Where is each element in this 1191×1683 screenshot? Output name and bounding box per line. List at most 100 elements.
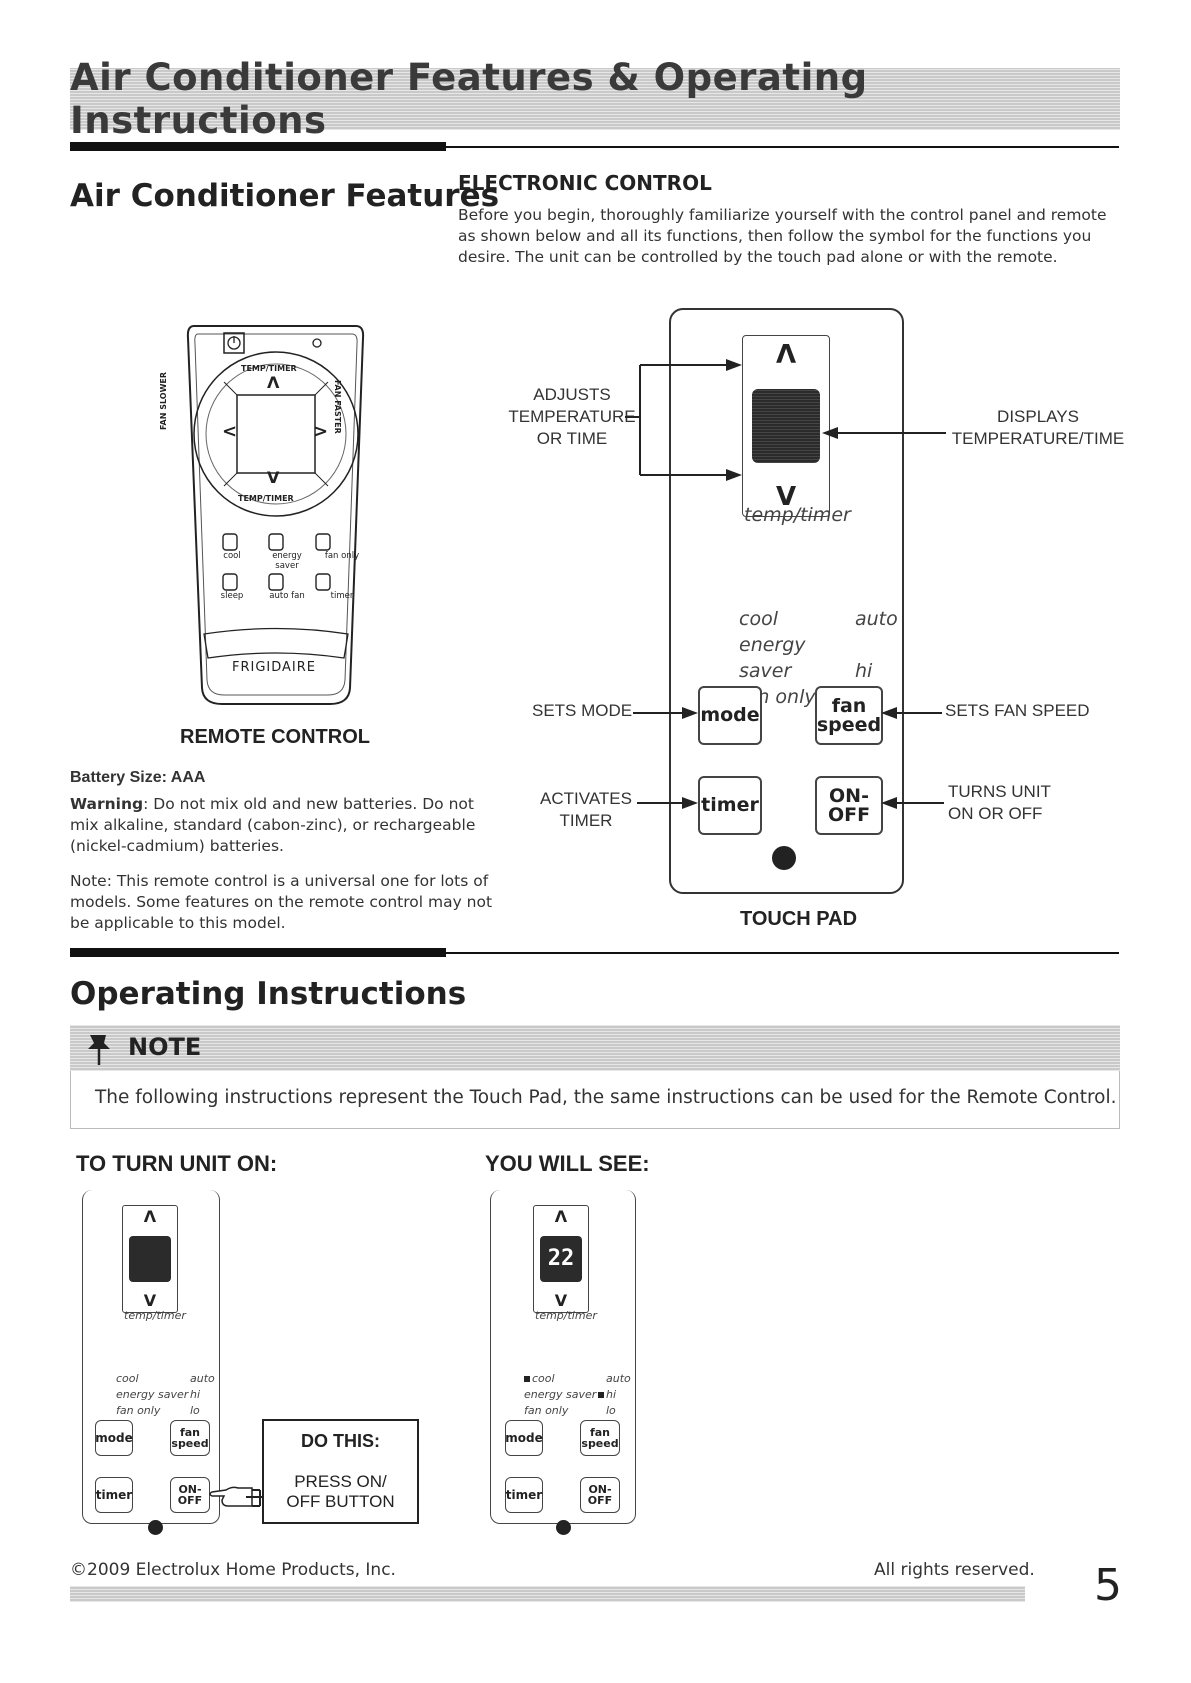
remote-button-grid (222, 533, 331, 591)
small-before-lo: lo (190, 1404, 200, 1417)
remote-temp-timer-top: TEMP/TIMER (241, 364, 297, 373)
touchpad-down-arrow[interactable]: V (775, 482, 797, 512)
small-after-mode-button[interactable]: mode (505, 1420, 543, 1456)
on-label: ON- (829, 784, 869, 807)
small-before-energy: energy saver (116, 1388, 189, 1401)
callout-displays: DISPLAYS TEMPERATURE/TIME (938, 406, 1138, 450)
remote-cool-label: cool (223, 551, 241, 561)
callout-sets-fan: SETS FAN SPEED (945, 701, 1090, 720)
small-before-hi: hi (190, 1388, 201, 1401)
callout-displays-line2: TEMPERATURE/TIME (951, 429, 1125, 448)
small-before-up[interactable]: Λ (143, 1207, 157, 1226)
small-before-display (129, 1236, 171, 1282)
page-number: 5 (1094, 1560, 1122, 1611)
turns-leader (896, 802, 944, 804)
small-after-speed-label: speed (581, 1437, 619, 1450)
touchpad-up-arrow[interactable]: Λ (775, 340, 797, 370)
small-after-hi: hi (606, 1388, 617, 1401)
small-pad-before-temp: Λ V (122, 1205, 178, 1313)
small-before-indicator (148, 1520, 163, 1535)
mode-hi-label: hi (855, 660, 873, 682)
dpad-ring (193, 351, 359, 517)
operating-rule-thick (70, 948, 446, 957)
small-after-off-label: OFF (587, 1494, 613, 1507)
note-text: The following instructions represent the… (95, 1087, 1117, 1108)
footer-rights: All rights reserved. (874, 1560, 1035, 1580)
remote-temp-timer-bottom: TEMP/TIMER (238, 494, 294, 503)
temp-timer-control: Λ V (742, 335, 830, 517)
do-this-line2: OFF BUTTON (286, 1492, 395, 1511)
remote-control-drawing (186, 325, 365, 705)
pointing-hand-icon (209, 1486, 261, 1507)
small-before-cool: cool (116, 1372, 139, 1385)
do-this-box: DO THIS: PRESS ON/ OFF BUTTON (262, 1419, 419, 1524)
you-will-see-heading: YOU WILL SEE: (485, 1151, 650, 1176)
small-after-fanonly: fan only (524, 1404, 569, 1417)
small-before-on-label: ON- (178, 1483, 202, 1496)
features-heading: Air Conditioner Features (70, 178, 500, 214)
fan-label: fan (831, 694, 867, 717)
timer-button[interactable]: timer (698, 776, 762, 835)
on-off-button[interactable]: ON- OFF (815, 776, 883, 835)
features-intro: Before you begin, thoroughly familiarize… (458, 206, 1107, 266)
power-indicator-light (772, 846, 796, 870)
sets-fan-arrowhead (881, 707, 897, 719)
remote-row1-labels: cool energy saver fan only (212, 551, 362, 571)
power-button-outline (223, 332, 245, 354)
adjusts-bracket (625, 359, 742, 481)
warning-text: : Do not mix old and new batteries. Do n… (70, 795, 476, 855)
page-banner: Air Conditioner Features & Operating Ins… (70, 56, 1120, 142)
hi-active-indicator (598, 1392, 604, 1398)
do-this-title: DO THIS: (301, 1431, 380, 1451)
remote-left-arrow[interactable]: < (222, 421, 238, 442)
callout-activates-line2: TIMER (559, 811, 613, 830)
sets-mode-arrowhead (682, 707, 698, 719)
small-before-off-label: OFF (177, 1494, 203, 1507)
remote-display (236, 394, 316, 474)
small-before-mode-button[interactable]: mode (95, 1420, 133, 1456)
callout-turns-line2: ON OR OFF (948, 804, 1043, 823)
small-after-timer-button[interactable]: timer (505, 1477, 543, 1513)
callout-turns-line1: TURNS UNIT (948, 782, 1051, 801)
callout-activates: ACTIVATES TIMER (536, 788, 636, 832)
small-before-speed-label: speed (171, 1437, 209, 1450)
small-pad-after-temp: Λ 22 V (533, 1205, 589, 1313)
fan-speed-button[interactable]: fan speed (815, 686, 883, 745)
small-after-onoff-button[interactable]: ON- OFF (580, 1477, 620, 1513)
note-label: NOTE (128, 1033, 202, 1061)
cool-active-indicator (524, 1376, 530, 1382)
mode-energy-saver-label: energy saver (739, 634, 806, 682)
small-after-fan-button[interactable]: fan speed (580, 1420, 620, 1456)
battery-warning: Warning: Do not mix old and new batterie… (70, 794, 495, 857)
small-after-down[interactable]: V (554, 1291, 568, 1310)
small-before-auto: auto (190, 1372, 215, 1385)
small-after-cool: cool (532, 1372, 555, 1385)
small-before-fan-button[interactable]: fan speed (170, 1420, 210, 1456)
small-after-auto: auto (606, 1372, 631, 1385)
callout-turns-unit: TURNS UNIT ON OR OFF (948, 781, 1051, 825)
small-after-fan-label: fan (589, 1426, 611, 1439)
callout-adjusts-line1: ADJUSTS (533, 385, 611, 404)
touchpad-temp-timer-label: temp/timer (744, 504, 851, 526)
small-before-down[interactable]: V (143, 1291, 157, 1310)
battery-size: Battery Size: AAA (70, 769, 206, 786)
remote-timer-label: timer (330, 591, 354, 601)
mode-button[interactable]: mode (698, 686, 762, 745)
remote-auto-fan-label: auto fan (269, 591, 305, 601)
small-before-onoff-button[interactable]: ON- OFF (170, 1477, 210, 1513)
remote-down-arrow[interactable]: V (267, 468, 280, 487)
small-after-up[interactable]: Λ (554, 1207, 568, 1226)
callout-sets-mode: SETS MODE (532, 701, 633, 720)
mode-auto-label: auto (855, 608, 898, 630)
remote-up-arrow[interactable]: Λ (267, 373, 280, 392)
remote-right-arrow[interactable]: > (313, 421, 329, 442)
small-before-fanonly: fan only (116, 1404, 161, 1417)
small-before-timer-button[interactable]: timer (95, 1477, 133, 1513)
callout-displays-line1: DISPLAYS (997, 407, 1079, 426)
small-after-temp-label: temp/timer (535, 1309, 597, 1322)
activates-arrowhead (682, 797, 698, 809)
speed-label: speed (816, 713, 882, 736)
section-rule-thick (70, 142, 446, 151)
